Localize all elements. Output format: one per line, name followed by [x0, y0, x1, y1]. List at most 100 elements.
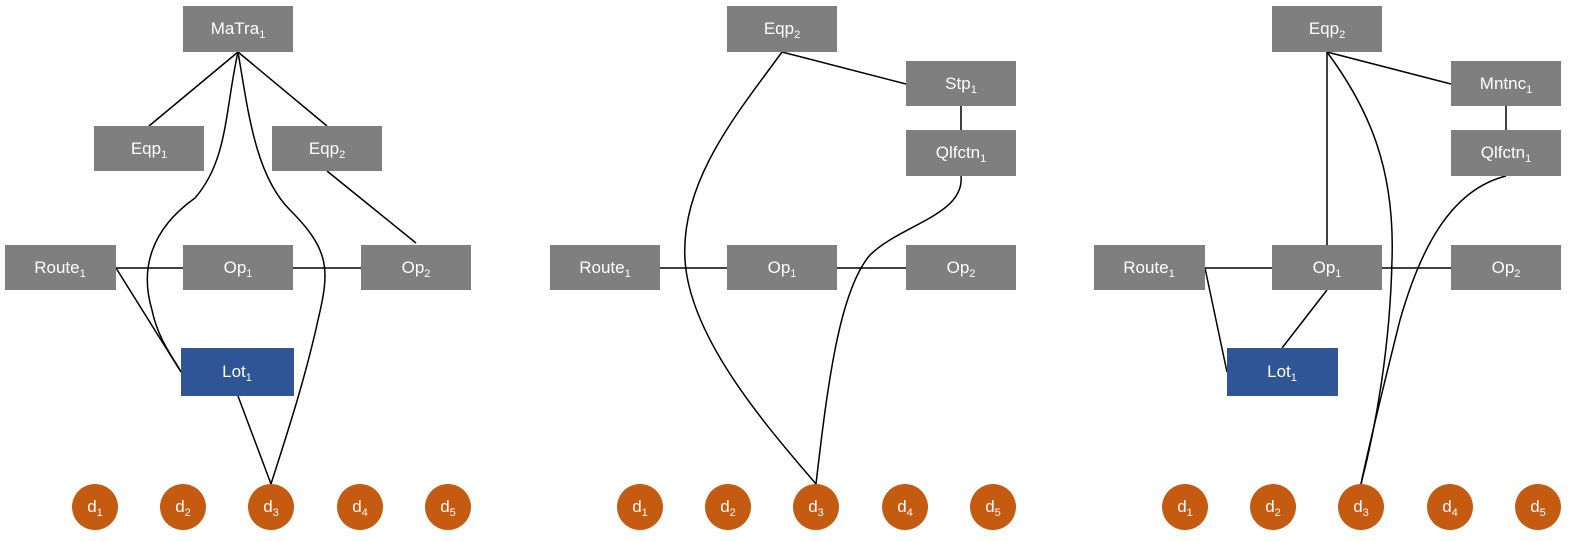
node-stp1-base: Stp — [945, 74, 971, 93]
doc-d1: d1 — [1162, 484, 1208, 530]
node-op2: Op2 — [906, 245, 1016, 290]
doc-d3-sub: 3 — [273, 507, 279, 519]
doc-d4-circle — [882, 484, 928, 530]
node-stp1: Stp1 — [906, 61, 1016, 106]
doc-d1-base: d — [1177, 497, 1186, 516]
node-route1-box — [1094, 245, 1205, 290]
doc-d2: d2 — [705, 484, 751, 530]
doc-d5-label: d5 — [985, 497, 1001, 519]
node-eqp2-box — [727, 6, 837, 52]
doc-d3-label: d3 — [263, 497, 279, 519]
edge-eqp2-d3 — [684, 51, 817, 485]
node-route1-base: Route — [579, 258, 624, 277]
node-stp1-sub: 1 — [971, 84, 977, 96]
doc-d1-circle — [1162, 484, 1208, 530]
graph-2-nodes: Eqp2 Stp1 Qlfctn1 Route1 Op1 Op2 — [550, 6, 1016, 290]
doc-d2-label: d2 — [720, 497, 736, 519]
node-qlfctn1-base: Qlfctn — [936, 143, 980, 162]
node-stp1-label: Stp1 — [945, 74, 977, 96]
node-eqp1-base: Eqp — [131, 139, 161, 158]
node-eqp2-base: Eqp — [1309, 19, 1339, 38]
doc-d4: d4 — [337, 484, 383, 530]
node-route1-label: Route1 — [579, 258, 631, 280]
graph-2-docs: d1 d2 d3 d4 d5 — [617, 484, 1016, 530]
node-route1-base: Route — [34, 258, 79, 277]
doc-d1-label: d1 — [1177, 497, 1193, 519]
node-matra1-sub: 1 — [259, 29, 265, 41]
node-route1-sub: 1 — [625, 268, 631, 280]
node-op2-box — [361, 245, 471, 290]
doc-d5-sub: 5 — [995, 507, 1001, 519]
node-eqp1-box — [94, 126, 204, 171]
node-op1-sub: 1 — [790, 268, 796, 280]
node-route1-sub: 1 — [1169, 268, 1175, 280]
node-op1-box — [727, 245, 837, 290]
node-op1: Op1 — [183, 245, 293, 290]
node-route1-box — [5, 245, 116, 290]
doc-d3: d3 — [793, 484, 839, 530]
node-matra1: MaTra1 — [183, 6, 293, 52]
node-op1-box — [183, 245, 293, 290]
doc-d3: d3 — [1338, 484, 1384, 530]
node-mntnc1-base: Mntnc — [1480, 74, 1527, 93]
edge-eqp2-mntnc1 — [1326, 51, 1452, 85]
doc-d5: d5 — [1515, 484, 1561, 530]
node-lot1-sub: 1 — [246, 372, 252, 384]
doc-d5-sub: 5 — [450, 507, 456, 519]
node-op1: Op1 — [727, 245, 837, 290]
node-eqp2-sub: 2 — [794, 29, 800, 41]
node-eqp2-sub: 2 — [1339, 29, 1345, 41]
doc-d5-label: d5 — [1530, 497, 1546, 519]
doc-d1-sub: 1 — [1187, 507, 1193, 519]
node-lot1-base: Lot — [1267, 362, 1291, 381]
doc-d5-base: d — [440, 497, 449, 516]
edge-eqp2-stp1 — [781, 51, 907, 85]
graph-1: MaTra1 Eqp1 Eqp2 Route1 Op1 Op2 — [5, 6, 471, 530]
doc-d5: d5 — [425, 484, 471, 530]
node-mntnc1-sub: 1 — [1526, 84, 1532, 96]
node-eqp2-label: Eqp2 — [764, 19, 800, 41]
doc-d3-sub: 3 — [818, 507, 824, 519]
node-lot1: Lot1 — [1227, 348, 1338, 396]
node-op1-label: Op1 — [1313, 258, 1342, 280]
doc-d4-label: d4 — [897, 497, 913, 519]
doc-d2-sub: 2 — [185, 507, 191, 519]
graph-3-edges — [1204, 51, 1507, 485]
node-route1-label: Route1 — [34, 258, 86, 280]
node-matra1-label: MaTra1 — [211, 19, 266, 41]
doc-d3-circle — [793, 484, 839, 530]
doc-d1-base: d — [87, 497, 96, 516]
node-route1: Route1 — [1094, 245, 1205, 290]
doc-d1-circle — [72, 484, 118, 530]
doc-d4-base: d — [352, 497, 361, 516]
edge-qlfctn1-d3 — [1360, 175, 1507, 485]
node-mntnc1-box — [1451, 61, 1561, 106]
doc-d4-label: d4 — [352, 497, 368, 519]
doc-d4-circle — [1427, 484, 1473, 530]
doc-d3-circle — [248, 484, 294, 530]
doc-d2-circle — [1250, 484, 1296, 530]
graph-3: Eqp2 Mntnc1 Qlfctn1 Route1 Op1 Op2 — [1094, 6, 1561, 530]
node-op1-sub: 1 — [1335, 268, 1341, 280]
node-op2: Op2 — [361, 245, 471, 290]
doc-d4-sub: 4 — [907, 507, 913, 519]
node-lot1-sub: 1 — [1291, 372, 1297, 384]
node-matra1-base: MaTra — [211, 19, 260, 38]
doc-d1-label: d1 — [632, 497, 648, 519]
node-op2-base: Op — [1492, 258, 1515, 277]
doc-d5-circle — [1515, 484, 1561, 530]
doc-d3: d3 — [248, 484, 294, 530]
node-op2-box — [1451, 245, 1561, 290]
doc-d5-base: d — [1530, 497, 1539, 516]
node-lot1-label: Lot1 — [222, 362, 252, 384]
node-op2-label: Op2 — [1492, 258, 1521, 280]
node-eqp2: Eqp2 — [727, 6, 837, 52]
doc-d3-label: d3 — [1353, 497, 1369, 519]
node-op1-base: Op — [224, 258, 247, 277]
graph-1-edges — [115, 51, 417, 485]
doc-d1: d1 — [72, 484, 118, 530]
edge-matra1-lot1 — [146, 51, 239, 373]
doc-d2-circle — [160, 484, 206, 530]
doc-d1-base: d — [632, 497, 641, 516]
